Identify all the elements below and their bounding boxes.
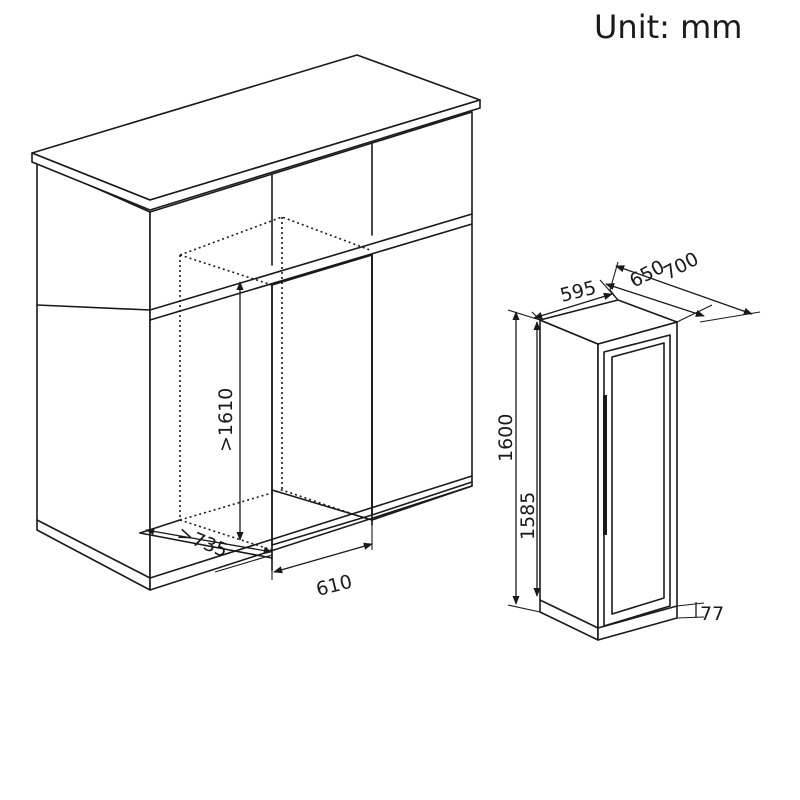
dimension-label-appliance-width: 595	[558, 277, 599, 307]
extension-line	[507, 604, 541, 613]
dimension-line-appliance-width	[533, 292, 613, 320]
dimension-line-width	[273, 542, 373, 574]
niche-dotted-outline	[179, 489, 371, 521]
unit-label: Unit: mm	[594, 8, 742, 46]
niche-floor-edge	[371, 485, 473, 521]
door-handle	[603, 395, 607, 535]
cabinet-side-panel	[36, 161, 151, 591]
niche-dotted-outline	[179, 254, 273, 286]
wine-cooler	[539, 299, 678, 641]
dimension-label-appliance-height: 1600	[495, 414, 517, 462]
right-door	[371, 254, 473, 516]
plinth-line	[149, 475, 473, 579]
dimension-label-niche-height: >1610	[215, 388, 237, 452]
appliance-door-glass	[611, 342, 665, 615]
extension-line	[676, 602, 705, 607]
niche-floor-edge	[271, 489, 373, 521]
worktop-edge	[31, 99, 481, 211]
appliance-side	[539, 319, 599, 641]
extension-line	[214, 554, 273, 573]
dimension-label-niche-width: 610	[314, 571, 355, 601]
drawer-line	[149, 213, 473, 311]
dimension-label-appliance-total-depth: 700	[660, 248, 702, 284]
extension-line	[676, 616, 705, 619]
plinth-line	[36, 519, 151, 579]
drawer-line	[149, 223, 473, 321]
appliance-plinth-line	[597, 605, 678, 629]
dimension-label-appliance-depth: 650	[626, 256, 668, 292]
niche-dotted-outline	[179, 216, 371, 256]
side-shelf-line	[36, 304, 151, 311]
niche-back	[271, 254, 373, 546]
dimension-label-plinth: 77	[700, 603, 724, 625]
dimension-line-appliance-total-depth	[615, 265, 753, 315]
kitchen-cabinet	[31, 54, 481, 591]
dimension-label-appliance-body-height: 1585	[517, 492, 539, 540]
appliance-plinth-line	[539, 599, 599, 629]
dimension-line-depth	[145, 527, 273, 555]
